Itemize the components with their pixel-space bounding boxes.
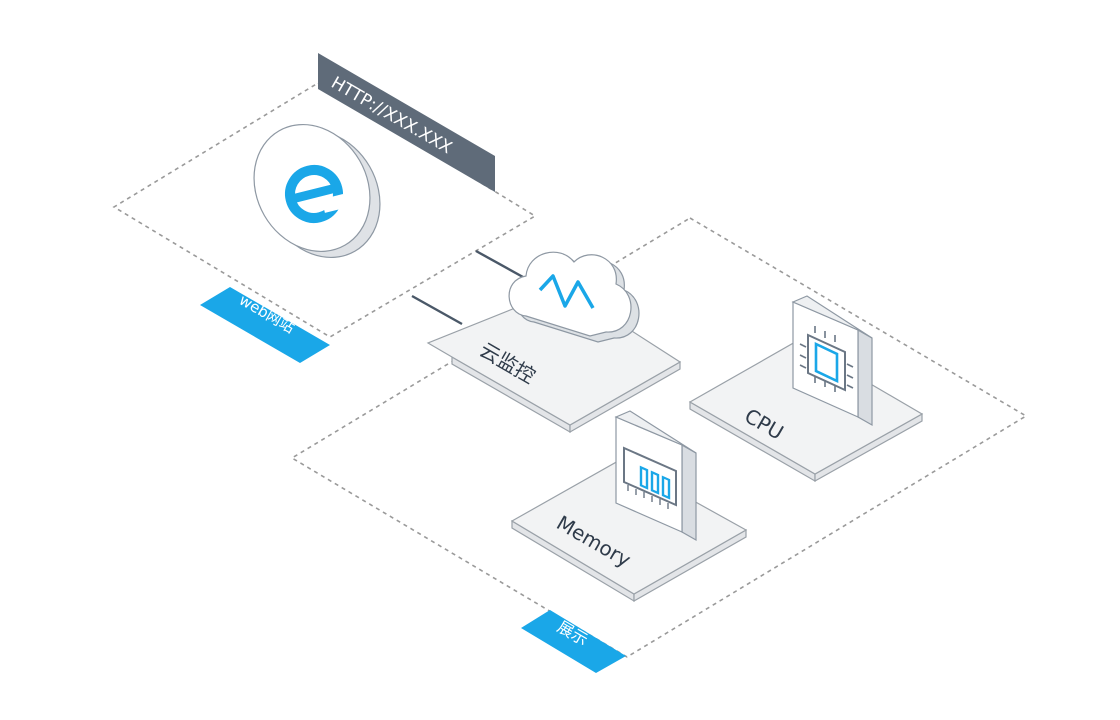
display-tag: 展示 (521, 610, 626, 673)
cpu-plate: CPU (688, 340, 924, 483)
browser-e-icon (253, 123, 381, 259)
memory-plate: Memory (510, 459, 748, 603)
cloud-pulse-icon (508, 251, 640, 343)
cpu-chip-icon (791, 295, 873, 427)
memory-module-icon (614, 410, 697, 542)
display-zone (290, 217, 1028, 658)
